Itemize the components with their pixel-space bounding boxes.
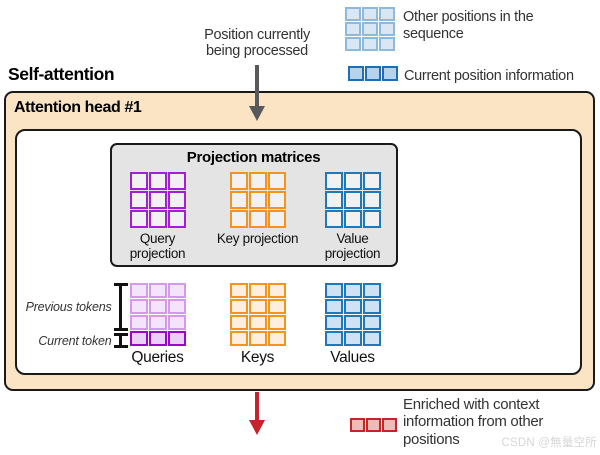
current-token-label: Current token (38, 333, 112, 348)
values-matrix (324, 282, 381, 346)
current-token-bracket (113, 332, 128, 348)
legend-current-position-label: Current position information (404, 68, 574, 84)
query-projection-matrix (129, 171, 186, 228)
projection-matrices-title: Projection matrices (186, 148, 321, 166)
projection-matrices-box: Projection matrices Query projection Key… (109, 142, 398, 267)
values-label: Values (330, 348, 375, 366)
query-projection-label: Query projection (129, 230, 186, 261)
watermark: CSDN @無量空所 (501, 437, 597, 449)
key-projection-matrix (229, 171, 286, 228)
attention-head-box: Attention head #1 Projection matrices Qu… (4, 91, 595, 391)
attention-head-inner-panel: Projection matrices Query projection Key… (14, 128, 582, 375)
keys-label: Keys (240, 348, 275, 366)
output-arrow-icon (249, 392, 265, 435)
legend-other-positions-grid (345, 7, 395, 51)
key-projection-label: Key projection (216, 230, 299, 246)
value-projection-matrix (324, 171, 381, 228)
value-projection-label: Value projection (324, 230, 381, 261)
legend-other-positions-label: Other positions in the sequence (403, 9, 534, 42)
keys-matrix (229, 282, 286, 346)
legend-enriched-label: Enriched with context information from o… (403, 396, 544, 448)
processing-arrow-icon (249, 65, 265, 121)
legend-current-position-grid (348, 66, 398, 81)
legend-enriched-grid (350, 418, 397, 432)
queries-label: Queries (131, 348, 184, 366)
previous-tokens-label: Previous tokens (25, 299, 112, 314)
section-title: Self-attention (8, 64, 115, 84)
attention-head-title: Attention head #1 (14, 99, 142, 116)
top-annotation: Position currently being processed (204, 27, 310, 60)
queries-matrix (129, 282, 186, 346)
previous-tokens-bracket (113, 282, 128, 331)
